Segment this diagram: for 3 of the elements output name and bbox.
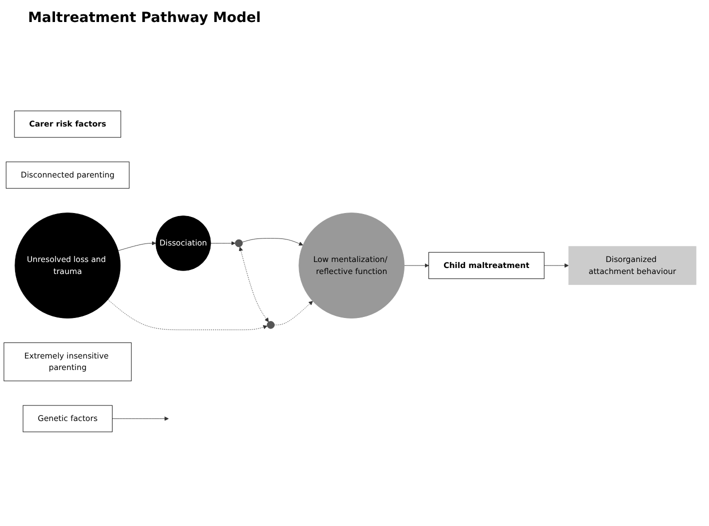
node-circle: [234, 238, 243, 247]
node-circle: [266, 320, 275, 328]
diagram-title: Maltreatment Pathway Model: [28, 10, 262, 26]
